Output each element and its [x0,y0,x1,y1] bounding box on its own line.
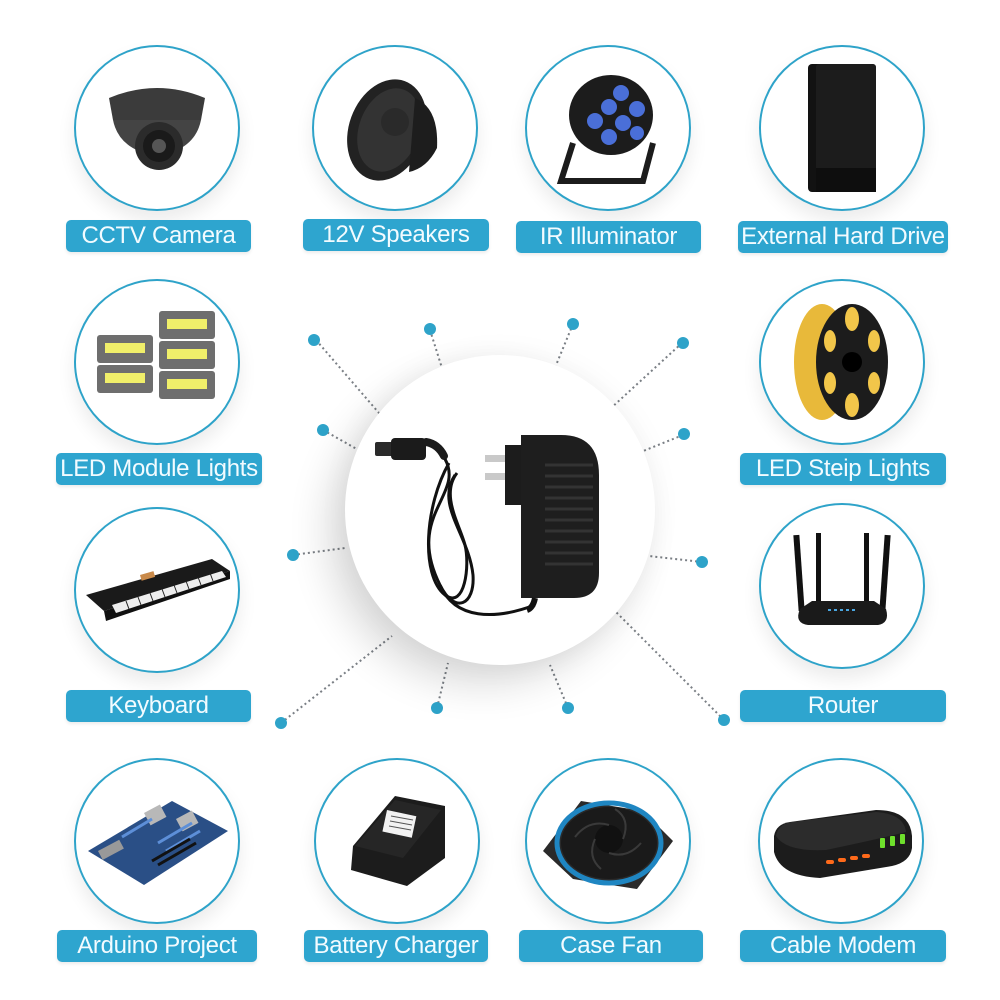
device-image-circle [74,507,240,673]
speaker-icon [347,79,438,181]
hard-drive-icon [808,64,876,192]
device-label: Case Fan [519,930,703,962]
cable-modem-icon [774,810,912,878]
par-light-icon [556,75,656,184]
case-fan-icon [543,800,673,889]
device-image-circle [312,45,478,211]
device-image-circle [759,503,925,669]
device-label: Cable Modem [740,930,946,962]
device-label: LED Steip Lights [740,453,946,485]
device-label: Battery Charger [304,930,488,962]
device-label: LED Module Lights [56,453,262,485]
device-image-circle [74,279,240,445]
device-image-circle [74,45,240,211]
led-strip-reel-icon [794,304,888,420]
battery-charger-icon [351,796,445,886]
device-label: Router [740,690,946,722]
device-label: Arduino Project [57,930,257,962]
dome-camera-icon [109,88,205,170]
device-label: 12V Speakers [303,219,489,251]
device-label: IR Illuminator [516,221,701,253]
device-image-circle [758,758,924,924]
device-image-circle [759,45,925,211]
device-label: Keyboard [66,690,251,722]
circuit-board-icon [88,801,228,885]
connector-dots [275,318,730,729]
power-adapter-icon [375,435,599,616]
router-icon [793,533,891,625]
music-keyboard-icon [86,559,230,621]
device-image-circle [759,279,925,445]
device-image-circle [525,45,691,211]
center-product-circle [345,355,655,665]
device-label: CCTV Camera [66,220,251,252]
device-image-circle [74,758,240,924]
device-label: External Hard Drive [738,221,948,253]
device-image-circle [525,758,691,924]
flood-light-icon [97,311,215,399]
device-image-circle [314,758,480,924]
